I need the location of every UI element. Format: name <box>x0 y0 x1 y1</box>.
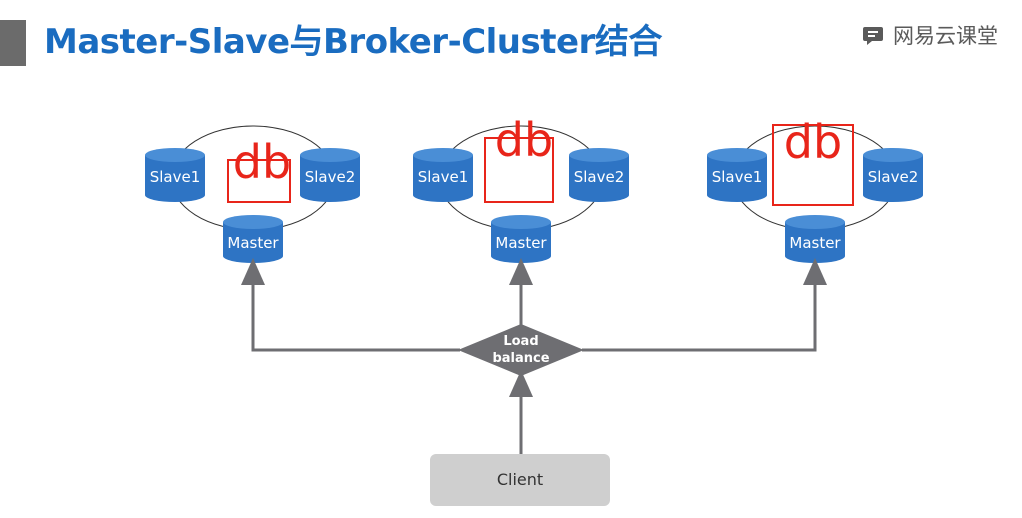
db-annotation-box <box>484 137 554 203</box>
db-annotation-box <box>772 124 854 206</box>
chat-book-icon <box>863 27 883 45</box>
slave2-db: Slave2 <box>863 148 923 202</box>
cluster-1: Slave1 Slave2 Master db <box>145 125 360 263</box>
slave1-label: Slave1 <box>418 168 469 186</box>
slave2-db: Slave2 <box>569 148 629 202</box>
brand-name: 网易云课堂 <box>893 24 998 48</box>
load-balancer-line2: balance <box>492 351 549 366</box>
slave1-db: Slave1 <box>707 148 767 202</box>
page-title: Master-Slave与Broker-Cluster结合 <box>44 22 662 62</box>
arrow-to-cluster-3 <box>582 258 827 352</box>
master-label: Master <box>789 234 841 252</box>
title-accent-bar <box>0 20 26 66</box>
connectors <box>241 258 827 454</box>
slave2-label: Slave2 <box>868 168 919 186</box>
arrow-to-cluster-1 <box>241 258 460 352</box>
client-label: Client <box>497 470 543 489</box>
master-db: Master <box>785 215 845 263</box>
slave1-label: Slave1 <box>712 168 763 186</box>
client-box: Client <box>430 454 610 506</box>
load-balancer-line1: Load <box>503 334 538 349</box>
master-label: Master <box>227 234 279 252</box>
slave2-label: Slave2 <box>305 168 356 186</box>
db-annotation: db <box>495 113 553 167</box>
db-annotation: db <box>784 115 842 169</box>
slave1-db: Slave1 <box>413 148 473 202</box>
slave2-db: Slave2 <box>300 148 360 202</box>
slave2-label: Slave2 <box>574 168 625 186</box>
db-annotation: db <box>233 135 291 189</box>
load-balancer: Load balance <box>458 324 584 376</box>
brand-logo: 网易云课堂 <box>863 20 998 50</box>
cluster-3: Slave1 Slave2 Master db <box>707 115 923 263</box>
db-annotation-box <box>227 159 291 203</box>
slave1-label: Slave1 <box>150 168 201 186</box>
master-label: Master <box>495 234 547 252</box>
slave1-db: Slave1 <box>145 148 205 202</box>
master-db: Master <box>491 215 551 263</box>
master-db: Master <box>223 215 283 263</box>
cluster-2: Slave1 Slave2 Master db <box>413 113 629 263</box>
